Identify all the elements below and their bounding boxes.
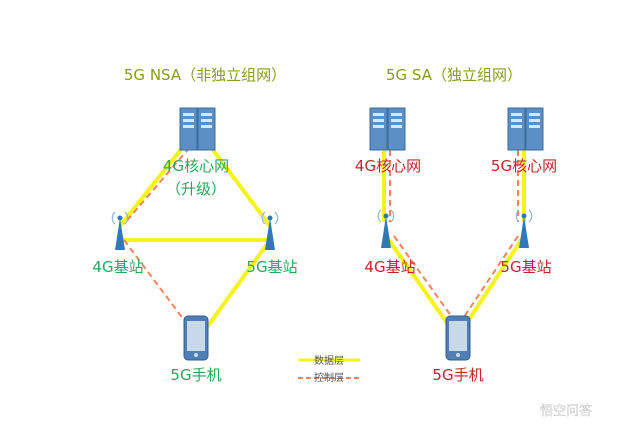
sa-data-4g-phone — [384, 234, 454, 332]
nsa-5g-bs-label: 5G基站 — [246, 258, 297, 276]
sa-5g-bs-label: 5G基站 — [500, 258, 551, 276]
sa-links — [382, 150, 526, 332]
nsa-core-sublabel: （升级） — [166, 180, 226, 198]
sa-5g-tower-icon — [515, 209, 533, 248]
sa-phone-icon — [445, 315, 471, 361]
sa-core5g-label: 5G核心网 — [491, 157, 557, 175]
sa-phone-label: 5G手机 — [432, 366, 483, 384]
sa-title: 5G SA（独立组网） — [386, 66, 522, 84]
nsa-5g-tower-icon — [261, 211, 279, 250]
sa-4g-tower-icon — [377, 209, 395, 248]
nsa-ctrl-4g-phone — [123, 239, 191, 329]
sa-ctrl-4g-phone — [393, 235, 455, 321]
nsa-core-label: 4G核心网 — [163, 157, 229, 175]
sa-core5g-server-icon — [507, 107, 544, 151]
nsa-data-core-5g — [202, 136, 272, 228]
watermark: 悟空问答 — [520, 402, 592, 419]
nsa-links — [118, 136, 272, 332]
legend-data-label: 数据层 — [314, 354, 344, 367]
sa-4g-bs-label: 4G基站 — [364, 258, 415, 276]
sa-core4g-label: 4G核心网 — [355, 157, 421, 175]
nsa-phone-label: 5G手机 — [170, 366, 221, 384]
nsa-4g-tower-icon — [111, 211, 129, 250]
nsa-core-server-icon — [179, 107, 216, 151]
legend-control-label: 控制层 — [314, 371, 344, 384]
watermark-text: 悟空问答 — [540, 403, 592, 419]
nsa-phone-icon — [183, 315, 209, 361]
chat-bubble-icon — [520, 402, 536, 418]
nsa-4g-bs-label: 4G基站 — [92, 258, 143, 276]
sa-data-5g-phone — [460, 234, 526, 332]
nsa-data-core-4g — [118, 136, 192, 228]
nsa-data-5g-phone — [203, 238, 272, 332]
nsa-title: 5G NSA（非独立组网） — [124, 66, 286, 84]
sa-ctrl-5g-phone — [461, 235, 519, 321]
sa-core4g-server-icon — [369, 107, 406, 151]
legend: 数据层 控制层 — [298, 354, 360, 384]
nsa-ctrl-core-4g — [123, 139, 197, 225]
